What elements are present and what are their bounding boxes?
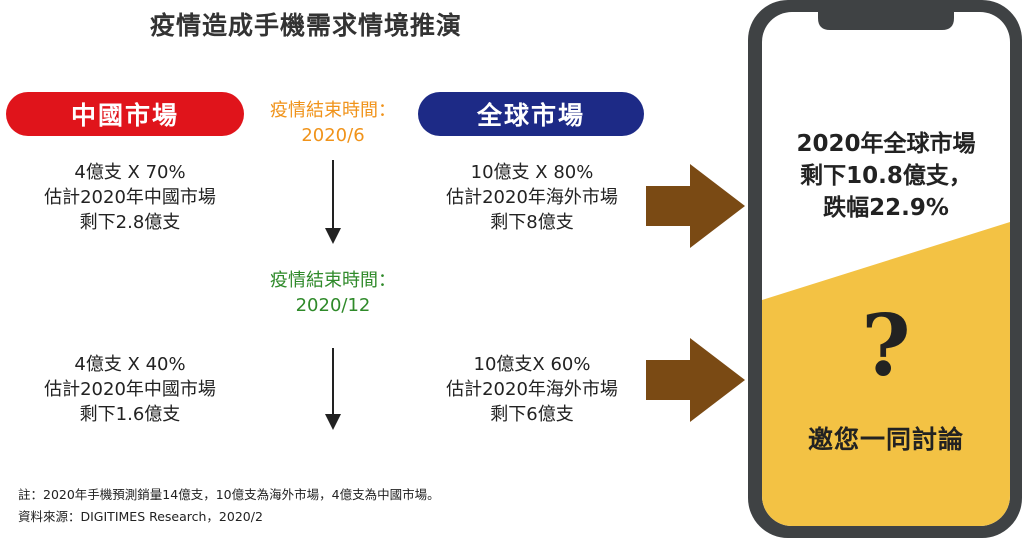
calc-line: 估計2020年海外市場 <box>446 379 618 400</box>
scenario2-date-value: 2020/12 <box>295 295 371 316</box>
phone-graphic <box>748 0 1022 538</box>
right-arrow-icon <box>646 164 745 248</box>
calc-line: 剩下6億支 <box>490 404 574 425</box>
phone-notch <box>818 10 954 30</box>
calc-line: 剩下1.6億支 <box>79 404 181 425</box>
calc-line: 估計2020年中國市場 <box>44 187 216 208</box>
diagram-title: 疫情造成手機需求情境推演 <box>150 11 463 40</box>
scenario1-date-value: 2020/6 <box>301 125 365 146</box>
scenario2-china-calc: 4億支 X 40% 估計2020年中國市場 剩下1.6億支 <box>10 352 250 427</box>
calc-line: 4億支 X 40% <box>74 354 186 375</box>
phone-result: 2020年全球市場 剩下10.8億支， 跌幅22.9% <box>762 128 1010 224</box>
global-market-label: 全球市場 <box>418 92 644 136</box>
invite-discussion: 邀您一同討論 <box>807 425 964 454</box>
calc-line: 剩下8億支 <box>490 212 574 233</box>
calc-line: 10億支 X 80% <box>470 162 594 183</box>
scenario2-date-label: 疫情結束時間： <box>270 270 396 291</box>
scenario1-date: 疫情結束時間： 2020/6 <box>248 98 418 148</box>
calc-line: 估計2020年中國市場 <box>44 379 216 400</box>
right-arrow-icon <box>646 338 745 422</box>
calc-line: 4億支 X 70% <box>74 162 186 183</box>
source-note: 資料來源：DIGITIMES Research，2020/2 <box>18 509 263 524</box>
calc-line: 10億支X 60% <box>473 354 591 375</box>
china-market-label: 中國市場 <box>6 92 244 136</box>
scenario1-date-label: 疫情結束時間： <box>270 100 396 121</box>
calc-line: 剩下2.8億支 <box>79 212 181 233</box>
question-mark-icon: ? <box>861 296 911 395</box>
down-arrow-icon <box>325 160 341 244</box>
scenario2-global-calc: 10億支X 60% 估計2020年海外市場 剩下6億支 <box>418 352 646 427</box>
scenario1-global-calc: 10億支 X 80% 估計2020年海外市場 剩下8億支 <box>418 160 646 235</box>
calc-line: 估計2020年海外市場 <box>446 187 618 208</box>
scenario1-china-calc: 4億支 X 70% 估計2020年中國市場 剩下2.8億支 <box>10 160 250 235</box>
scenario2-date: 疫情結束時間： 2020/12 <box>248 268 418 318</box>
result-line: 跌幅22.9% <box>823 195 949 221</box>
result-line: 剩下10.8億支， <box>800 163 972 189</box>
down-arrow-icon <box>325 348 341 430</box>
result-line: 2020年全球市場 <box>796 131 976 157</box>
footnote: 註：2020年手機預測銷量14億支，10億支為海外市場，4億支為中國市場。 <box>18 487 440 502</box>
